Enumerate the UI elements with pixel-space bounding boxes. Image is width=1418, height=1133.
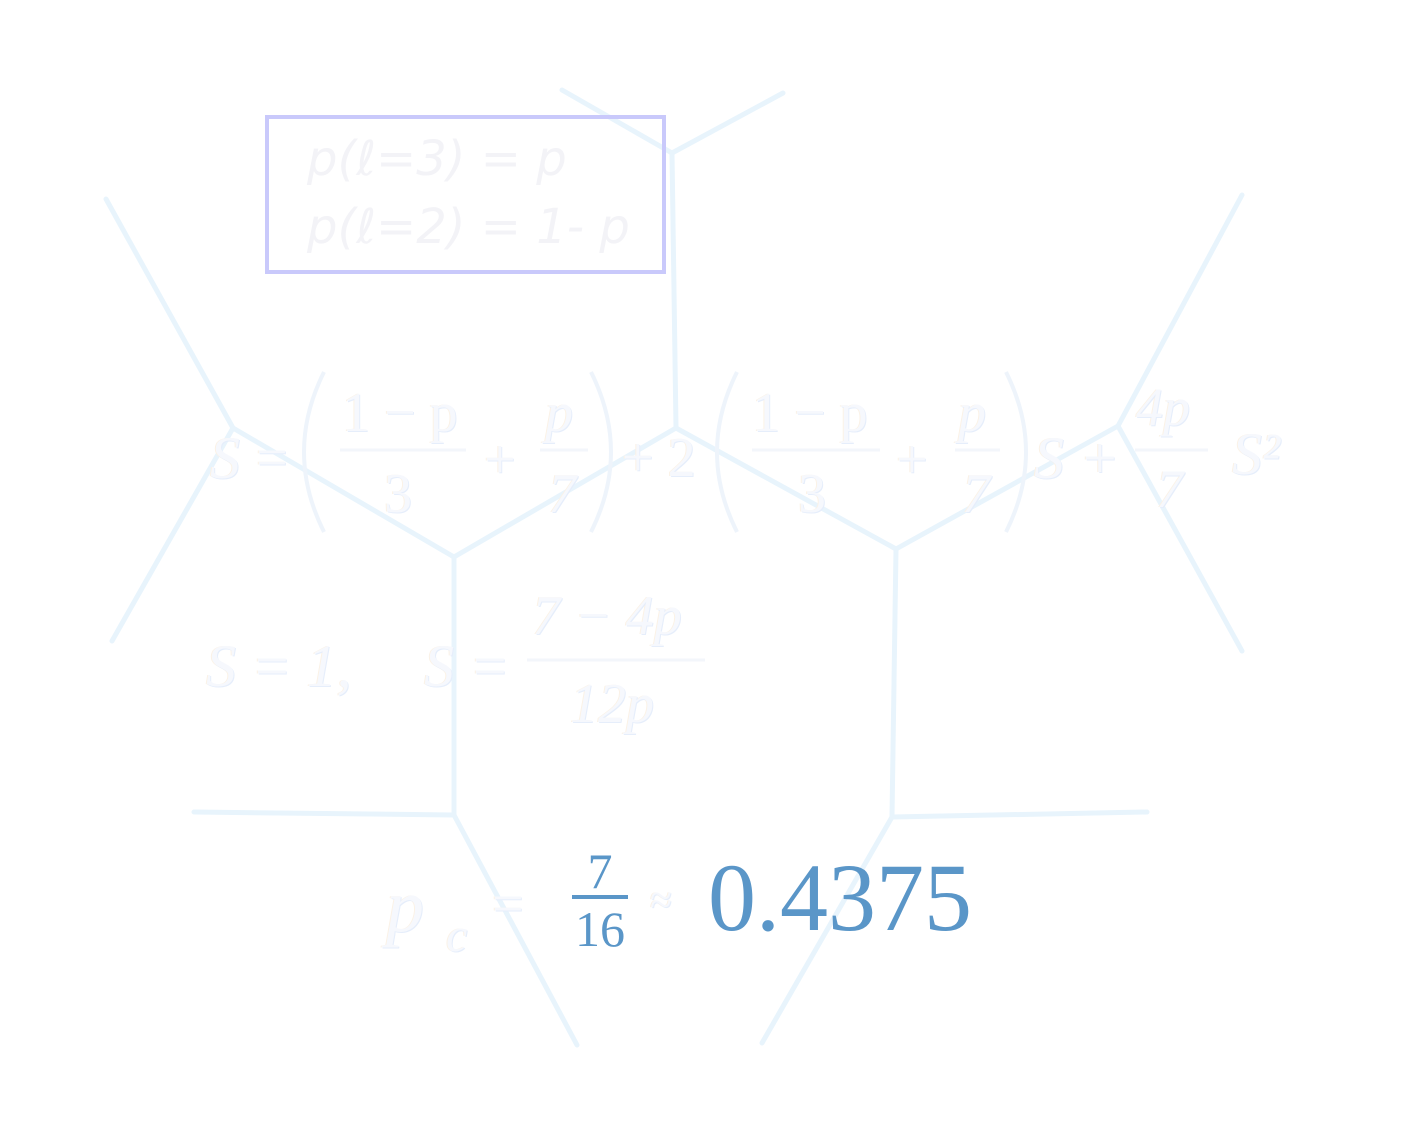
legend-line-l3: p(ℓ=3) = p [307,131,567,187]
frac5-numerator: 4p [1136,377,1190,437]
legend-box: p(ℓ=3) = p p(ℓ=2) = 1- p [265,115,666,274]
s-squared-term: S² [1232,421,1280,487]
lattice-edge [1115,423,1245,654]
pc-decimal-value: 0.4375 [708,844,972,951]
right-paren-1 [589,371,613,533]
lattice-edge [230,425,457,560]
lattice-edge [451,812,580,1048]
solution-denominator: 12p [570,673,654,735]
frac4-numerator: p [958,382,986,444]
pc-subscript: c [446,909,468,962]
eq-lhs-s: S [210,425,240,491]
solution-s-equals-1: S = 1, [206,633,352,699]
frac5-denominator: 7 [1156,459,1183,519]
plus-two: + 2 [622,427,696,489]
solution-numerator: 7 − 4p [532,585,682,647]
eq-equals: = [256,427,288,489]
lattice-edge [889,809,1150,820]
lattice-edge [889,546,899,820]
pc-symbol: p [386,864,424,948]
solution-s-lhs: S = [424,633,510,699]
lattice-edge [893,423,1121,552]
frac4-denominator: 7 [962,463,990,525]
lattice-edge [109,425,236,644]
left-paren-2 [715,371,739,533]
frac3-numerator: 1 − p [752,382,868,444]
lattice-edge [559,87,675,156]
plus-sign-3: + [896,429,928,491]
lattice-edge [669,90,786,156]
pc-numerator: 7 [587,843,613,899]
frac1-numerator: 1 − p [342,382,458,444]
lattice-edge [669,150,679,431]
frac2-numerator: p [545,382,573,444]
frac2-denominator: 7 [548,463,576,525]
frac1-denominator: 3 [384,463,412,525]
lattice-edge [191,809,457,818]
frac3-denominator: 3 [798,463,826,525]
approx-sign: ≈ [650,877,672,922]
pc-denominator: 16 [575,901,625,957]
plus-sign-1: + [484,429,516,491]
lattice-edge [673,425,899,552]
lattice-edge [759,814,895,1046]
left-paren-1 [302,371,326,533]
lattice-edge [1115,192,1245,429]
lattice-edge [451,425,679,560]
pc-equals: = [492,873,524,935]
s-term: S + [1034,425,1120,491]
legend-line-l2: p(ℓ=2) = 1- p [307,199,630,255]
lattice-edge [103,196,236,431]
right-paren-2 [1004,371,1028,533]
